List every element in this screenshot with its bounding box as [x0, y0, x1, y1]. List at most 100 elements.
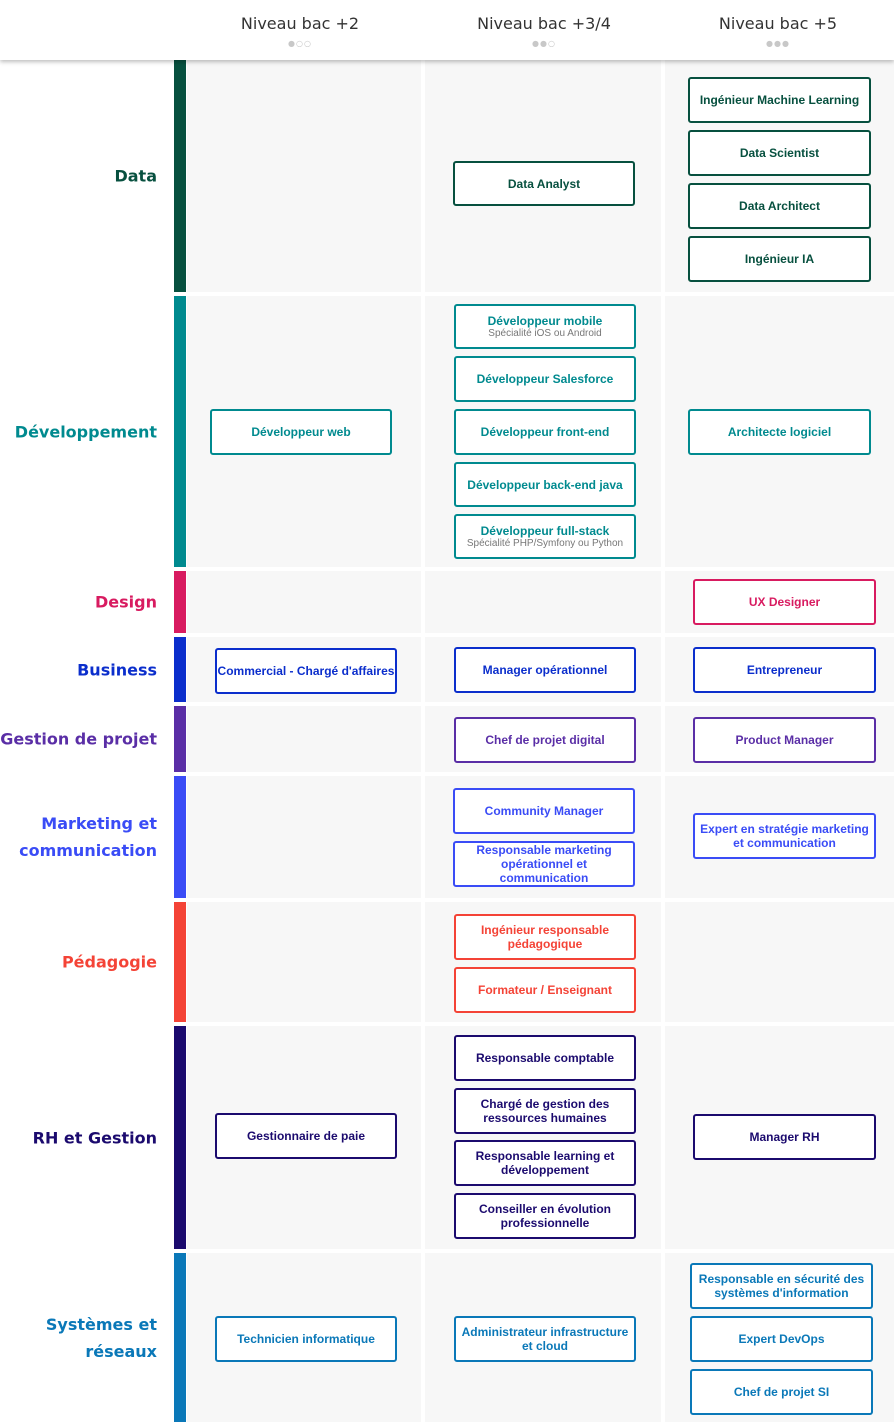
- job-title: Administrateur infrastructure et cloud: [461, 1325, 629, 1353]
- job-card[interactable]: Chargé de gestion des ressources humaine…: [454, 1088, 636, 1134]
- job-title: Responsable comptable: [475, 1051, 615, 1065]
- section-label: Business: [77, 660, 157, 679]
- section-color-bar: [174, 706, 186, 772]
- job-card[interactable]: Chef de projet digital: [454, 717, 636, 763]
- section-color-bar: [174, 1026, 186, 1249]
- section-gestion-de-projet: Gestion de projet Chef de projet digital P…: [0, 706, 894, 772]
- job-card[interactable]: Data Architect: [688, 183, 871, 229]
- section-label: Marketing et communication: [19, 814, 157, 860]
- job-title: Architecte logiciel: [727, 425, 832, 439]
- job-card[interactable]: Community Manager: [453, 788, 635, 834]
- level-cell-3: [665, 902, 894, 1022]
- section-label: Systèmes et réseaux: [45, 1314, 157, 1361]
- level-dots: ●●●: [766, 39, 790, 48]
- level-cell-1: [187, 60, 421, 292]
- job-card[interactable]: Architecte logiciel: [688, 409, 871, 455]
- job-card[interactable]: Développeur back-end java: [454, 462, 636, 507]
- job-title: Ingénieur responsable pédagogique: [480, 923, 610, 951]
- job-card[interactable]: Ingénieur responsable pédagogique: [454, 914, 636, 960]
- job-title: Data Analyst: [507, 176, 581, 191]
- job-subtitle: Spécialité iOS ou Android: [488, 327, 602, 339]
- job-card[interactable]: Expert DevOps: [690, 1316, 873, 1362]
- job-title: Data Architect: [739, 199, 820, 213]
- job-card[interactable]: Expert en stratégie marketing et communi…: [693, 813, 876, 859]
- section-label: Design: [95, 592, 157, 612]
- job-title: Développeur back-end java: [467, 477, 623, 492]
- section-label: Pédagogie: [61, 952, 157, 972]
- level-label: Niveau bac +2: [240, 14, 360, 33]
- job-card[interactable]: Ingénieur Machine Learning: [688, 77, 871, 123]
- section-color-bar: [174, 60, 186, 292]
- job-card[interactable]: Chef de projet SI: [690, 1369, 873, 1415]
- level-cell-2: [425, 571, 661, 633]
- job-title: Développeur Salesforce: [476, 372, 614, 386]
- job-title: Chef de projet SI: [733, 1385, 830, 1399]
- job-title: Chargé de gestion des ressources humaine…: [480, 1097, 610, 1125]
- job-card[interactable]: UX Designer: [693, 579, 876, 625]
- section-systèmes-et-réseaux: Systèmes et réseaux Technicien informatiq…: [0, 1253, 894, 1422]
- job-card[interactable]: Commercial - Chargé d'affaires: [215, 648, 397, 694]
- job-title: Ingénieur IA: [744, 252, 815, 266]
- job-title: Expert en stratégie marketing et communi…: [700, 822, 869, 850]
- section-label: RH et Gestion: [32, 1128, 157, 1147]
- job-title: Développeur web: [251, 425, 351, 439]
- job-title: Conseiller en évolution professionnelle: [478, 1202, 612, 1230]
- section-color-bar: [174, 902, 186, 1022]
- job-title: Entrepreneur: [746, 663, 823, 677]
- level-bac5: Niveau bac +5 ●●●: [658, 14, 894, 48]
- job-title: Technicien informatique: [237, 1332, 375, 1346]
- job-card[interactable]: Développeur front-end: [454, 409, 636, 455]
- job-title: Manager opérationnel: [482, 663, 608, 677]
- level-cell-1: [187, 571, 421, 633]
- job-title: Ingénieur Machine Learning: [699, 93, 860, 107]
- job-card[interactable]: Administrateur infrastructure et cloud: [454, 1316, 636, 1362]
- section-label: Data: [114, 166, 157, 186]
- level-bac34: Niveau bac +3/4●●○: [424, 14, 664, 48]
- job-title: UX Designer: [748, 595, 821, 609]
- job-card[interactable]: Data Scientist: [688, 130, 871, 176]
- job-card[interactable]: Data Analyst: [453, 161, 635, 206]
- level-label: Niveau bac +3/4: [477, 14, 611, 33]
- section-color-bar: [174, 637, 186, 702]
- job-card[interactable]: Responsable comptable: [454, 1035, 636, 1081]
- job-title: Responsable marketing opérationnel et co…: [476, 843, 612, 885]
- job-card[interactable]: Formateur / Enseignant: [454, 967, 636, 1013]
- job-card[interactable]: Responsable learning et développement: [454, 1140, 636, 1186]
- section-marketing-et-communication: Marketing et communication Community Mana…: [0, 776, 894, 898]
- job-card[interactable]: Développeur Salesforce: [454, 356, 636, 402]
- job-card[interactable]: Responsable marketing opérationnel et co…: [453, 841, 635, 887]
- section-label: Gestion de projet: [0, 729, 157, 749]
- job-title: Expert DevOps: [738, 1332, 825, 1346]
- job-card[interactable]: Manager opérationnel: [454, 647, 636, 693]
- job-card[interactable]: Technicien informatique: [215, 1316, 397, 1362]
- job-title: Community Manager: [484, 804, 604, 818]
- job-title: Développeur mobile: [487, 313, 603, 328]
- job-title: Responsable learning et développement: [475, 1149, 615, 1177]
- job-card[interactable]: Conseiller en évolution professionnelle: [454, 1193, 636, 1239]
- job-title: Manager RH: [749, 1130, 820, 1144]
- job-card[interactable]: Ingénieur IA: [688, 236, 871, 282]
- job-card[interactable]: Product Manager: [693, 717, 876, 763]
- job-card[interactable]: Manager RH: [693, 1114, 876, 1160]
- level-header: Niveau bac +2●○○ Niveau bac +3/4●●○ Nive…: [0, 0, 894, 60]
- level-cell-1: [187, 902, 421, 1022]
- job-title: Chef de projet digital: [485, 733, 605, 747]
- section-business: Business Commercial - Chargé d'affaires Ma…: [0, 637, 894, 702]
- job-card[interactable]: Développeur web: [210, 409, 392, 455]
- job-title: Développeur full-stack: [480, 523, 610, 538]
- job-card[interactable]: Gestionnaire de paie: [215, 1113, 397, 1159]
- level-bac2: Niveau bac +2●○○: [180, 14, 420, 48]
- job-card[interactable]: Responsable en sécurité des systèmes d'i…: [690, 1263, 873, 1309]
- job-title: Commercial - Chargé d'affaires: [217, 664, 395, 678]
- job-title: Formateur / Enseignant: [477, 983, 613, 997]
- job-card[interactable]: Entrepreneur: [693, 647, 876, 693]
- job-title: Responsable en sécurité des systèmes d'i…: [698, 1272, 865, 1300]
- level-label: Niveau bac +5: [718, 14, 838, 33]
- job-title: Gestionnaire de paie: [246, 1129, 366, 1143]
- level-cell-1: [187, 776, 421, 898]
- job-title: Product Manager: [735, 733, 834, 747]
- job-subtitle: Spécialité PHP/Symfony ou Python: [466, 537, 624, 549]
